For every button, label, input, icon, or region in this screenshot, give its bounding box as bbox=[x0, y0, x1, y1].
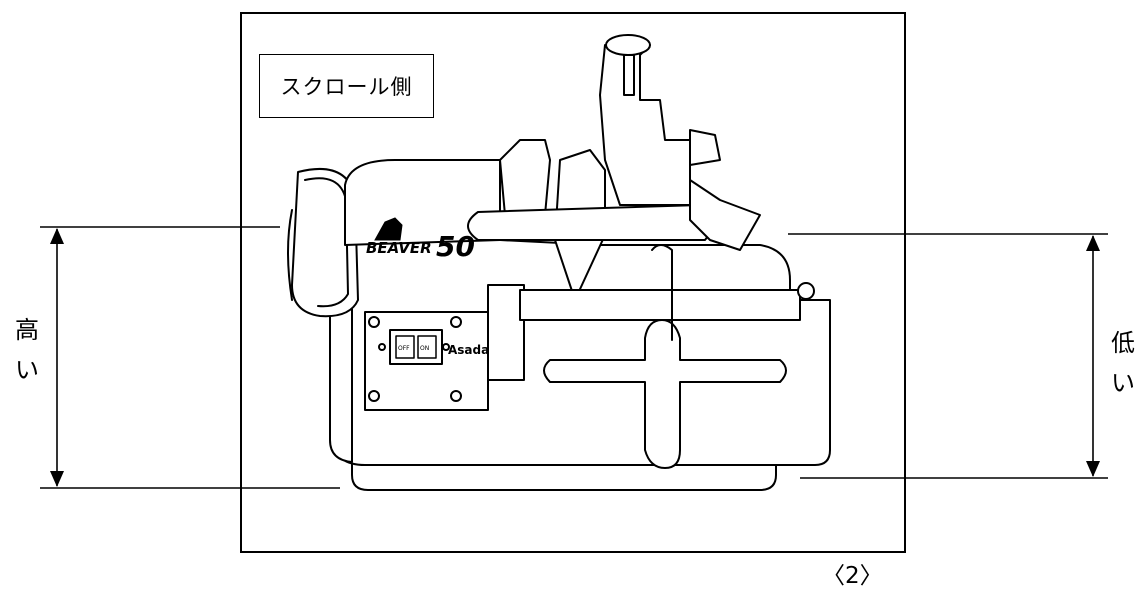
screw-bottom-left bbox=[368, 390, 380, 402]
beaver-logo-icon bbox=[374, 217, 403, 241]
on-switch-text: ON bbox=[420, 345, 429, 352]
scroll-chuck-drum bbox=[291, 167, 359, 318]
left-arrow-down-head bbox=[50, 471, 64, 487]
screw-bottom-right bbox=[450, 390, 462, 402]
panel-dot-left bbox=[378, 343, 386, 351]
high-label-line1: 高 bbox=[15, 316, 39, 344]
scroll-side-text: スクロール側 bbox=[280, 75, 413, 99]
on-switch bbox=[417, 335, 437, 359]
scroll-chuck-rim bbox=[304, 177, 349, 308]
scroll-chuck-edge bbox=[287, 209, 293, 301]
page-number: 〈2〉 bbox=[822, 563, 883, 589]
die-head-block bbox=[487, 284, 525, 381]
reamer-cone bbox=[689, 179, 761, 251]
brand-name-text: BEAVER bbox=[366, 239, 432, 257]
diagram-frame bbox=[240, 12, 906, 553]
cutter-tower-knob bbox=[605, 34, 651, 56]
die-head-cutter-left bbox=[499, 139, 551, 216]
left-arrow-up-head bbox=[50, 228, 64, 244]
screw-top-left bbox=[368, 316, 380, 328]
cutter-arm bbox=[689, 129, 721, 166]
off-switch-text: OFF bbox=[398, 345, 410, 352]
cross-handle-stem bbox=[651, 244, 673, 341]
carriage-rail bbox=[519, 289, 801, 321]
low-label-line2: い bbox=[1111, 369, 1135, 397]
machine-illustration bbox=[287, 34, 831, 491]
cutter-tower bbox=[599, 44, 691, 206]
panel-dot-right bbox=[442, 343, 450, 351]
maker-text: Asada bbox=[448, 343, 489, 357]
scroll-side-label: スクロール側 bbox=[259, 54, 434, 118]
right-arrow-up-head bbox=[1086, 235, 1100, 251]
lower-housing bbox=[329, 299, 353, 463]
high-label: 高 い bbox=[12, 310, 42, 390]
left-height-dimension bbox=[40, 226, 340, 489]
model-number-text: 50 bbox=[436, 230, 475, 263]
off-switch bbox=[395, 335, 415, 359]
right-height-dimension bbox=[788, 233, 1108, 479]
low-label-line1: 低 bbox=[1111, 329, 1135, 357]
high-label-line2: い bbox=[15, 356, 39, 384]
cutter-tower-spindle bbox=[623, 54, 635, 96]
rail-end-cap bbox=[797, 282, 815, 300]
right-arrow-down-head bbox=[1086, 461, 1100, 477]
low-label: 低 い bbox=[1108, 323, 1138, 403]
screw-top-right bbox=[450, 316, 462, 328]
cross-handle bbox=[543, 319, 787, 469]
upper-handle-bar bbox=[467, 204, 715, 241]
